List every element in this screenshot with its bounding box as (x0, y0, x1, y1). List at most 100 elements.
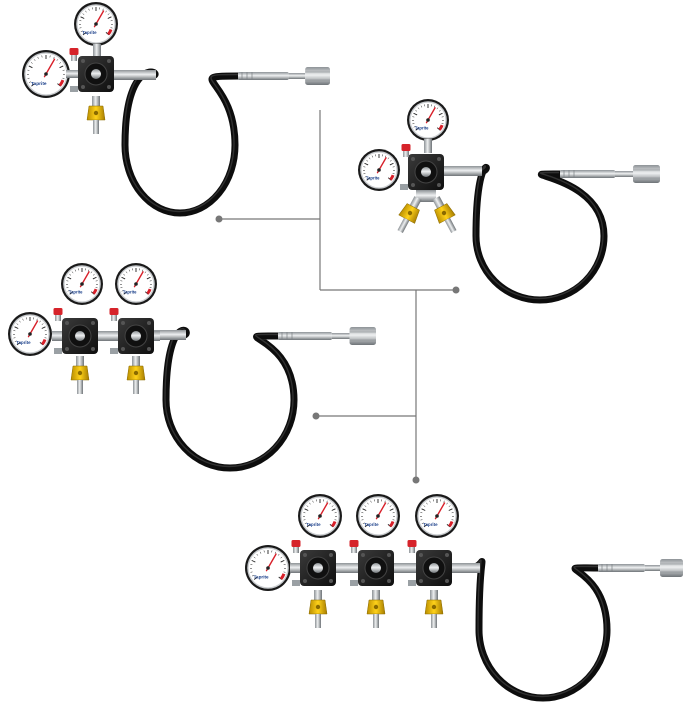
gauge-tick (253, 576, 258, 580)
gauge-tick (251, 559, 256, 563)
mount-bracket (350, 580, 358, 586)
gauge-tick (331, 508, 336, 511)
hose-line (121, 68, 244, 217)
gauge-red-zone (146, 288, 152, 295)
hose-highlight (164, 328, 294, 468)
body-bolt (91, 321, 95, 325)
gauge-tick (71, 271, 74, 274)
gauge-tick (389, 505, 392, 507)
gauge-tick (362, 522, 365, 524)
gauge-tick (304, 508, 309, 511)
stem (288, 73, 306, 79)
gas-hose (466, 558, 611, 702)
valve-stem (314, 590, 322, 600)
gauge-tick (304, 522, 307, 524)
gauge-pivot (266, 566, 270, 570)
gauge-tick (278, 576, 283, 580)
connector-dot (215, 215, 223, 223)
gauge-tick (123, 291, 128, 295)
gauge-tick (368, 157, 371, 160)
gauge-tick (384, 155, 387, 158)
gauge-tick (56, 59, 59, 61)
gauge-red-zone (438, 124, 444, 131)
pressure-gauge-icon: Taprite (74, 2, 118, 46)
gauge-tick (277, 553, 280, 556)
gauge-tick (387, 502, 389, 505)
gauge-tick (92, 273, 95, 276)
gauge-tick (59, 62, 62, 64)
pressure-gauge-icon: Taprite (356, 494, 400, 538)
body-bolt (147, 321, 151, 325)
valve-outlet (444, 217, 457, 233)
body-bolt (121, 321, 125, 325)
gauge-tick (144, 271, 147, 274)
gauge-tick (41, 326, 46, 329)
ferrule (238, 72, 289, 80)
gauge-tick (85, 10, 87, 13)
gauge-pivot (377, 168, 381, 172)
gauge-tick (306, 524, 311, 528)
body-bolt (437, 183, 441, 187)
valve-screw (441, 210, 447, 216)
gauge-tick (19, 320, 21, 323)
adjust-screw (313, 563, 323, 573)
gauge-tick (421, 522, 424, 524)
gauge-tick (36, 318, 38, 321)
pressure-gauge-icon: Taprite (298, 494, 342, 538)
relief-valve (53, 308, 63, 321)
valve-stem (372, 590, 380, 600)
tee-block (416, 190, 436, 202)
pressure-gauge-icon: Taprite (415, 494, 459, 538)
gauge-tick (443, 500, 445, 503)
mount-bracket (400, 184, 408, 190)
gauge-pivot (28, 332, 32, 336)
regulator-body (350, 550, 394, 586)
body-bolt (411, 183, 415, 187)
gauge-tick (251, 575, 254, 577)
gauge-tick (59, 65, 64, 69)
gauge-tick (280, 556, 283, 559)
gauge-red-zone (389, 520, 395, 528)
relief-stem (293, 546, 299, 553)
connector-dot (312, 412, 320, 420)
gauge-tick (413, 126, 416, 128)
pressure-gauge-icon: Taprite (245, 545, 291, 591)
hex-nut (349, 327, 376, 345)
relief-cap (69, 48, 79, 55)
gauge-tick (329, 502, 331, 505)
gauge-tick (436, 107, 439, 110)
gauge-tick (433, 105, 436, 108)
gauge-brand-text: Taprite (415, 125, 429, 130)
gauge-tick (371, 155, 374, 158)
gauge-tick (423, 524, 428, 528)
shutoff-valve (397, 196, 422, 233)
gauge-tick (389, 162, 394, 166)
pressure-gauge-icon: Taprite (61, 263, 103, 305)
gauge-pivot (426, 118, 430, 122)
valve-outlet (77, 380, 83, 394)
gauge-tick (274, 551, 277, 554)
gas-hose (162, 326, 298, 472)
gauge-tick (387, 157, 390, 160)
shutoff-valve (424, 590, 444, 628)
gauge-brand-text: Taprite (16, 340, 31, 345)
gauge-tick (259, 551, 262, 554)
relief-stem (403, 150, 409, 157)
gauge-stem (424, 139, 432, 153)
body-bolt (419, 579, 423, 583)
gauge-tick (370, 500, 372, 503)
body-bolt (147, 347, 151, 351)
inlet-nipple (450, 563, 480, 573)
relief-cap (291, 540, 301, 547)
gauge-tick (438, 112, 443, 116)
body-bolt (65, 347, 69, 351)
gauge-tick (366, 177, 371, 181)
gauge-tick (92, 276, 97, 280)
gauge-tick (364, 162, 369, 166)
gauge-pivot (94, 22, 98, 26)
gauge-tick (448, 508, 453, 511)
gauge-stem (93, 44, 101, 56)
gas-hose (121, 68, 244, 217)
gauge-red-zone (92, 288, 98, 295)
